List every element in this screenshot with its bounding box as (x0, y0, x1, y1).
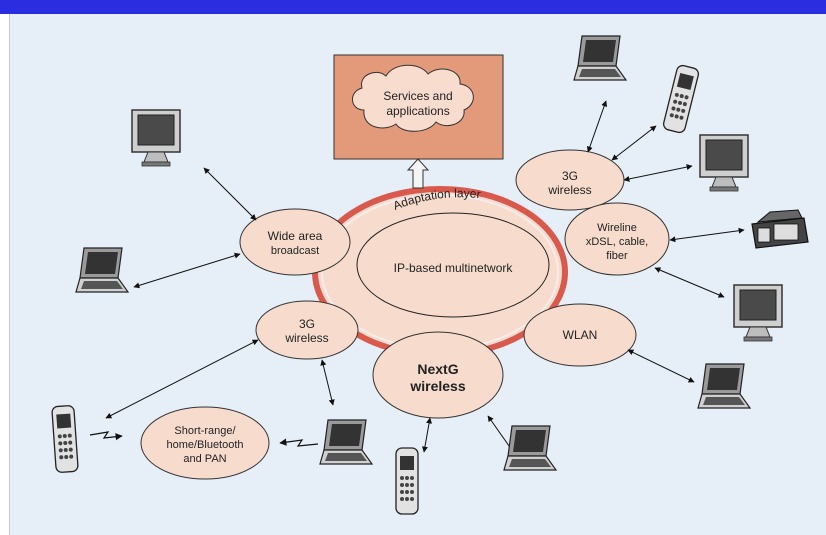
services-arrow (406, 158, 430, 189)
g3-top-label-line1: 3G (562, 169, 578, 183)
nextg-label-line1: NextG (417, 361, 458, 377)
connection-arrows (105, 100, 745, 454)
core-network (356, 212, 550, 318)
cellphone-icon (661, 63, 701, 135)
laptop-icon (503, 425, 557, 471)
short-range-label-line2: home/Bluetooth (166, 439, 243, 451)
monitor-icon (733, 284, 783, 342)
wireless-link-left (89, 431, 123, 441)
wide-area-label-line2: broadcast (271, 245, 319, 257)
node-wlan (523, 303, 637, 367)
laptop-icon (573, 35, 627, 81)
wireline-label-line1: Wireline (597, 222, 637, 234)
node-nextg-wireless (372, 331, 504, 419)
core-label: IP-based multinetwork (394, 261, 514, 275)
services-label-line1: Services and (383, 89, 452, 103)
wireline-label-line2: xDSL, cable, (586, 236, 648, 248)
title-bar (0, 0, 826, 14)
g3-left-label-line2: wireless (284, 331, 328, 345)
cloud-shape (352, 64, 474, 132)
wireless-link-right (279, 438, 319, 447)
node-wireline (564, 202, 670, 276)
laptop-icon (75, 247, 129, 293)
services-label-line2: applications (386, 104, 449, 118)
laptop-icon (319, 419, 373, 465)
node-wide-area-broadcast (239, 208, 351, 276)
desk-phone-icon (751, 209, 809, 249)
nextg-label-line2: wireless (409, 378, 465, 394)
monitor-icon (699, 134, 749, 192)
laptop-icon (697, 363, 751, 409)
cellphone-icon (395, 447, 419, 515)
monitor-icon (131, 109, 181, 167)
g3-top-label-line2: wireless (547, 183, 591, 197)
wireline-label-line3: fiber (606, 250, 628, 262)
wlan-label: WLAN (563, 328, 598, 342)
g3-left-label-line1: 3G (299, 317, 315, 331)
short-range-label-line1: Short-range/ (174, 425, 236, 437)
cellphone-icon (51, 404, 79, 474)
short-range-label-line3: and PAN (183, 453, 226, 465)
wide-area-label-line1: Wide area (268, 229, 323, 243)
node-3g-wireless-left (255, 300, 359, 360)
